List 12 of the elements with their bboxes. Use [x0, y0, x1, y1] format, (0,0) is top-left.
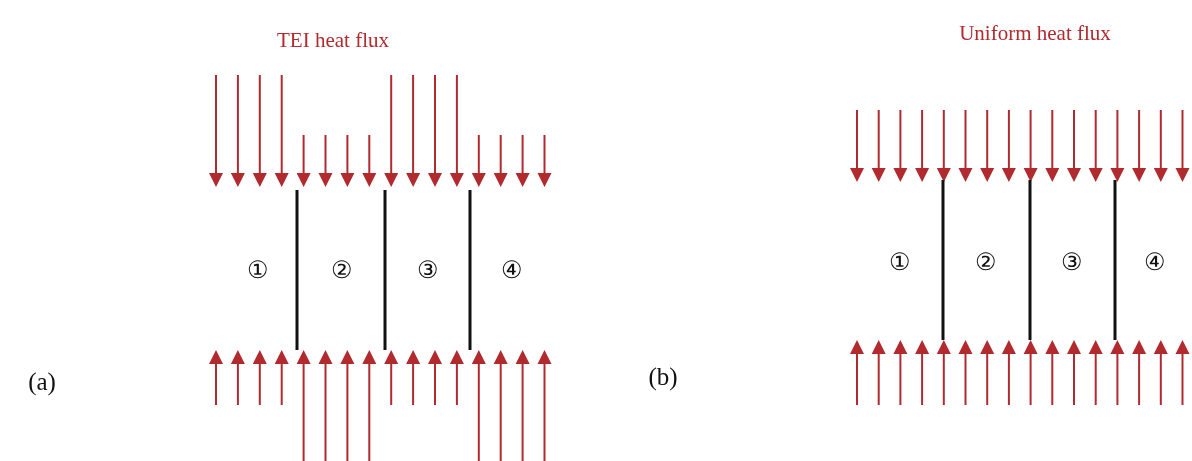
panel-label: (a) — [28, 368, 56, 394]
region-number: ④ — [501, 258, 523, 282]
panel-label: (b) — [648, 363, 678, 389]
region-number: ② — [331, 258, 353, 282]
region-number: ④ — [1144, 250, 1166, 274]
region-number: ② — [975, 250, 997, 274]
title-text: Uniform heat flux — [959, 22, 1111, 44]
region-number: ③ — [1061, 250, 1083, 274]
title-text: TEI heat flux — [277, 29, 389, 51]
region-number: ① — [889, 250, 911, 274]
region-number: ③ — [417, 258, 439, 282]
region-number: ① — [247, 258, 269, 282]
